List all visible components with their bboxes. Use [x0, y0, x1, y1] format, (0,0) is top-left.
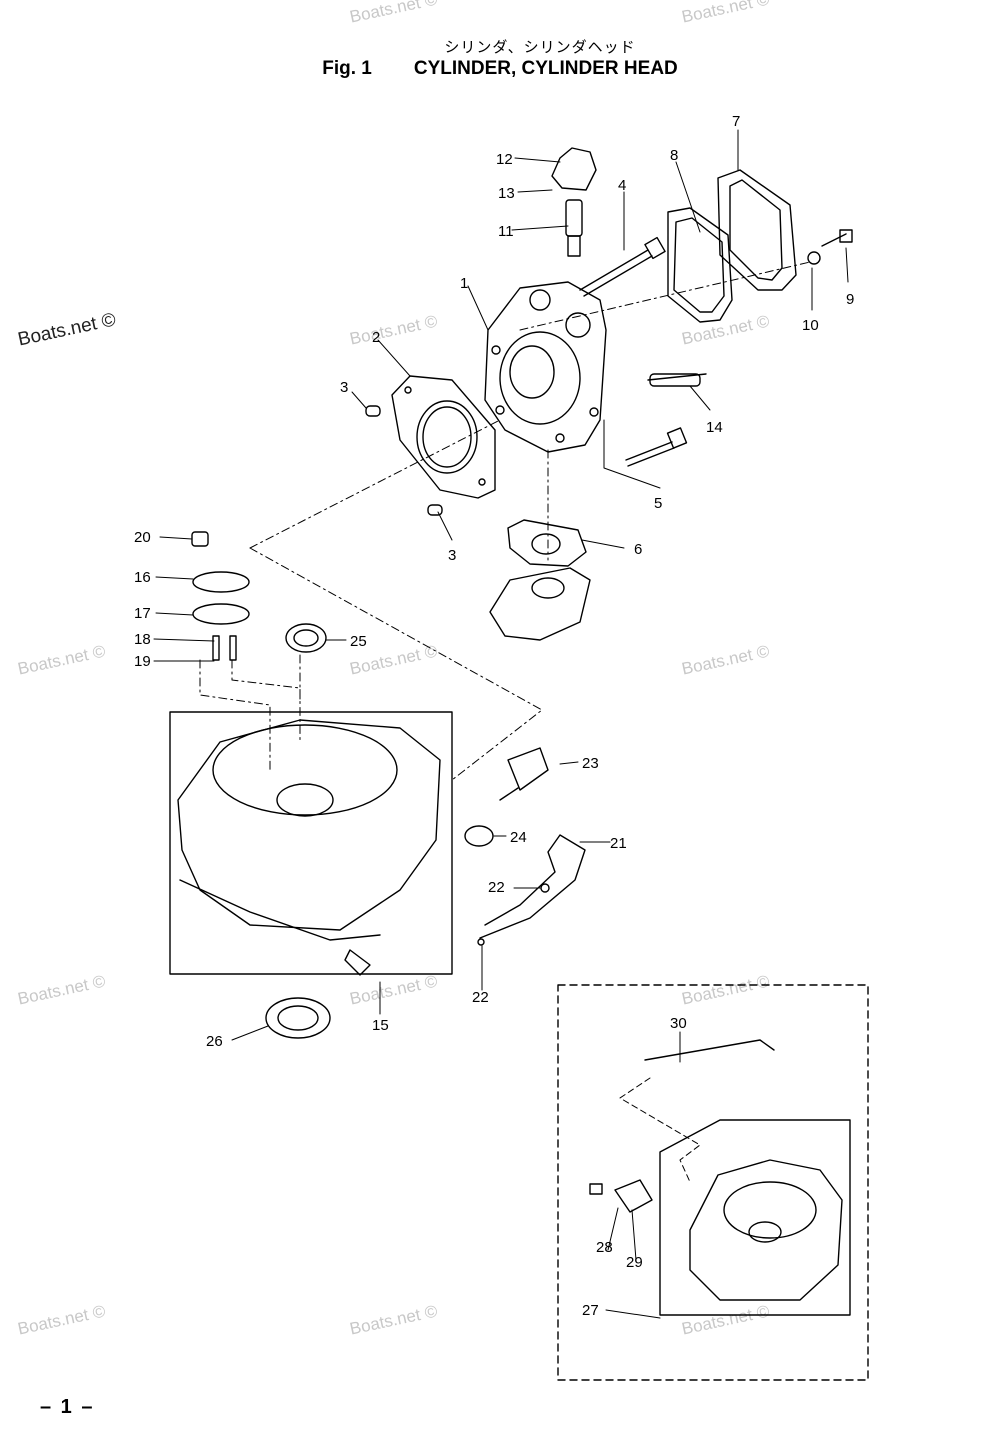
callout-5: 5 [654, 495, 662, 512]
callout-18: 18 [134, 631, 151, 648]
callout-2: 2 [372, 329, 380, 346]
callout-22: 22 [488, 879, 505, 896]
figure-title-english: CYLINDER, CYLINDER HEAD [413, 58, 678, 79]
cover-gasket [667, 207, 733, 323]
callout-22: 22 [472, 989, 489, 1006]
callout-numbers: 1 2 3 3 4 5 6 7 8 9 10 11 12 13 14 15 16… [134, 113, 854, 1319]
callout-27: 27 [582, 1302, 599, 1319]
cylinder-head-gasket [391, 375, 496, 499]
callout-20: 20 [134, 529, 151, 546]
callout-17: 17 [134, 605, 151, 622]
callout-11: 11 [498, 223, 514, 240]
callout-14: 14 [706, 419, 723, 436]
callout-15: 15 [372, 1017, 389, 1034]
callout-8: 8 [670, 147, 678, 164]
callout-23: 23 [582, 755, 599, 772]
callout-19: 19 [134, 653, 151, 670]
callout-29: 29 [626, 1254, 643, 1271]
figure-title: Fig. 1 CYLINDER, CYLINDER HEAD [0, 58, 1000, 80]
callout-28: 28 [596, 1239, 613, 1256]
callout-6: 6 [634, 541, 642, 558]
page-number: – 1 – [40, 1396, 95, 1418]
cylinder-head [484, 281, 607, 453]
assembly-lines [199, 261, 811, 781]
callout-3: 3 [448, 547, 456, 564]
callout-25: 25 [350, 633, 367, 650]
callout-16: 16 [134, 569, 151, 586]
seal-cover-parts [191, 531, 331, 1039]
leader-lines [153, 129, 849, 1319]
callout-12: 12 [496, 151, 513, 168]
figure-number: Fig. 1 [322, 58, 372, 79]
alternate-version-box [557, 984, 869, 1381]
bolts [365, 229, 853, 516]
figure-title-japanese: シリンダ、シリンダヘッド [444, 38, 636, 56]
callout-10: 10 [802, 317, 819, 334]
callout-3: 3 [340, 379, 348, 396]
exhaust-gasket-and-cover [489, 519, 591, 641]
callout-30: 30 [670, 1015, 687, 1032]
callout-1: 1 [460, 275, 468, 292]
head-cover [717, 169, 797, 291]
alternate-crankcase [589, 1039, 851, 1316]
callout-9: 9 [846, 291, 854, 308]
callout-4: 4 [618, 177, 626, 194]
inset-assembly-lines [619, 1077, 701, 1183]
thermostat [551, 147, 597, 257]
callout-26: 26 [206, 1033, 223, 1050]
oil-filler-and-hose [464, 747, 586, 946]
callout-7: 7 [732, 113, 740, 130]
callout-24: 24 [510, 829, 527, 846]
callout-21: 21 [610, 835, 627, 852]
crankcase [169, 711, 453, 976]
callout-13: 13 [498, 185, 515, 202]
